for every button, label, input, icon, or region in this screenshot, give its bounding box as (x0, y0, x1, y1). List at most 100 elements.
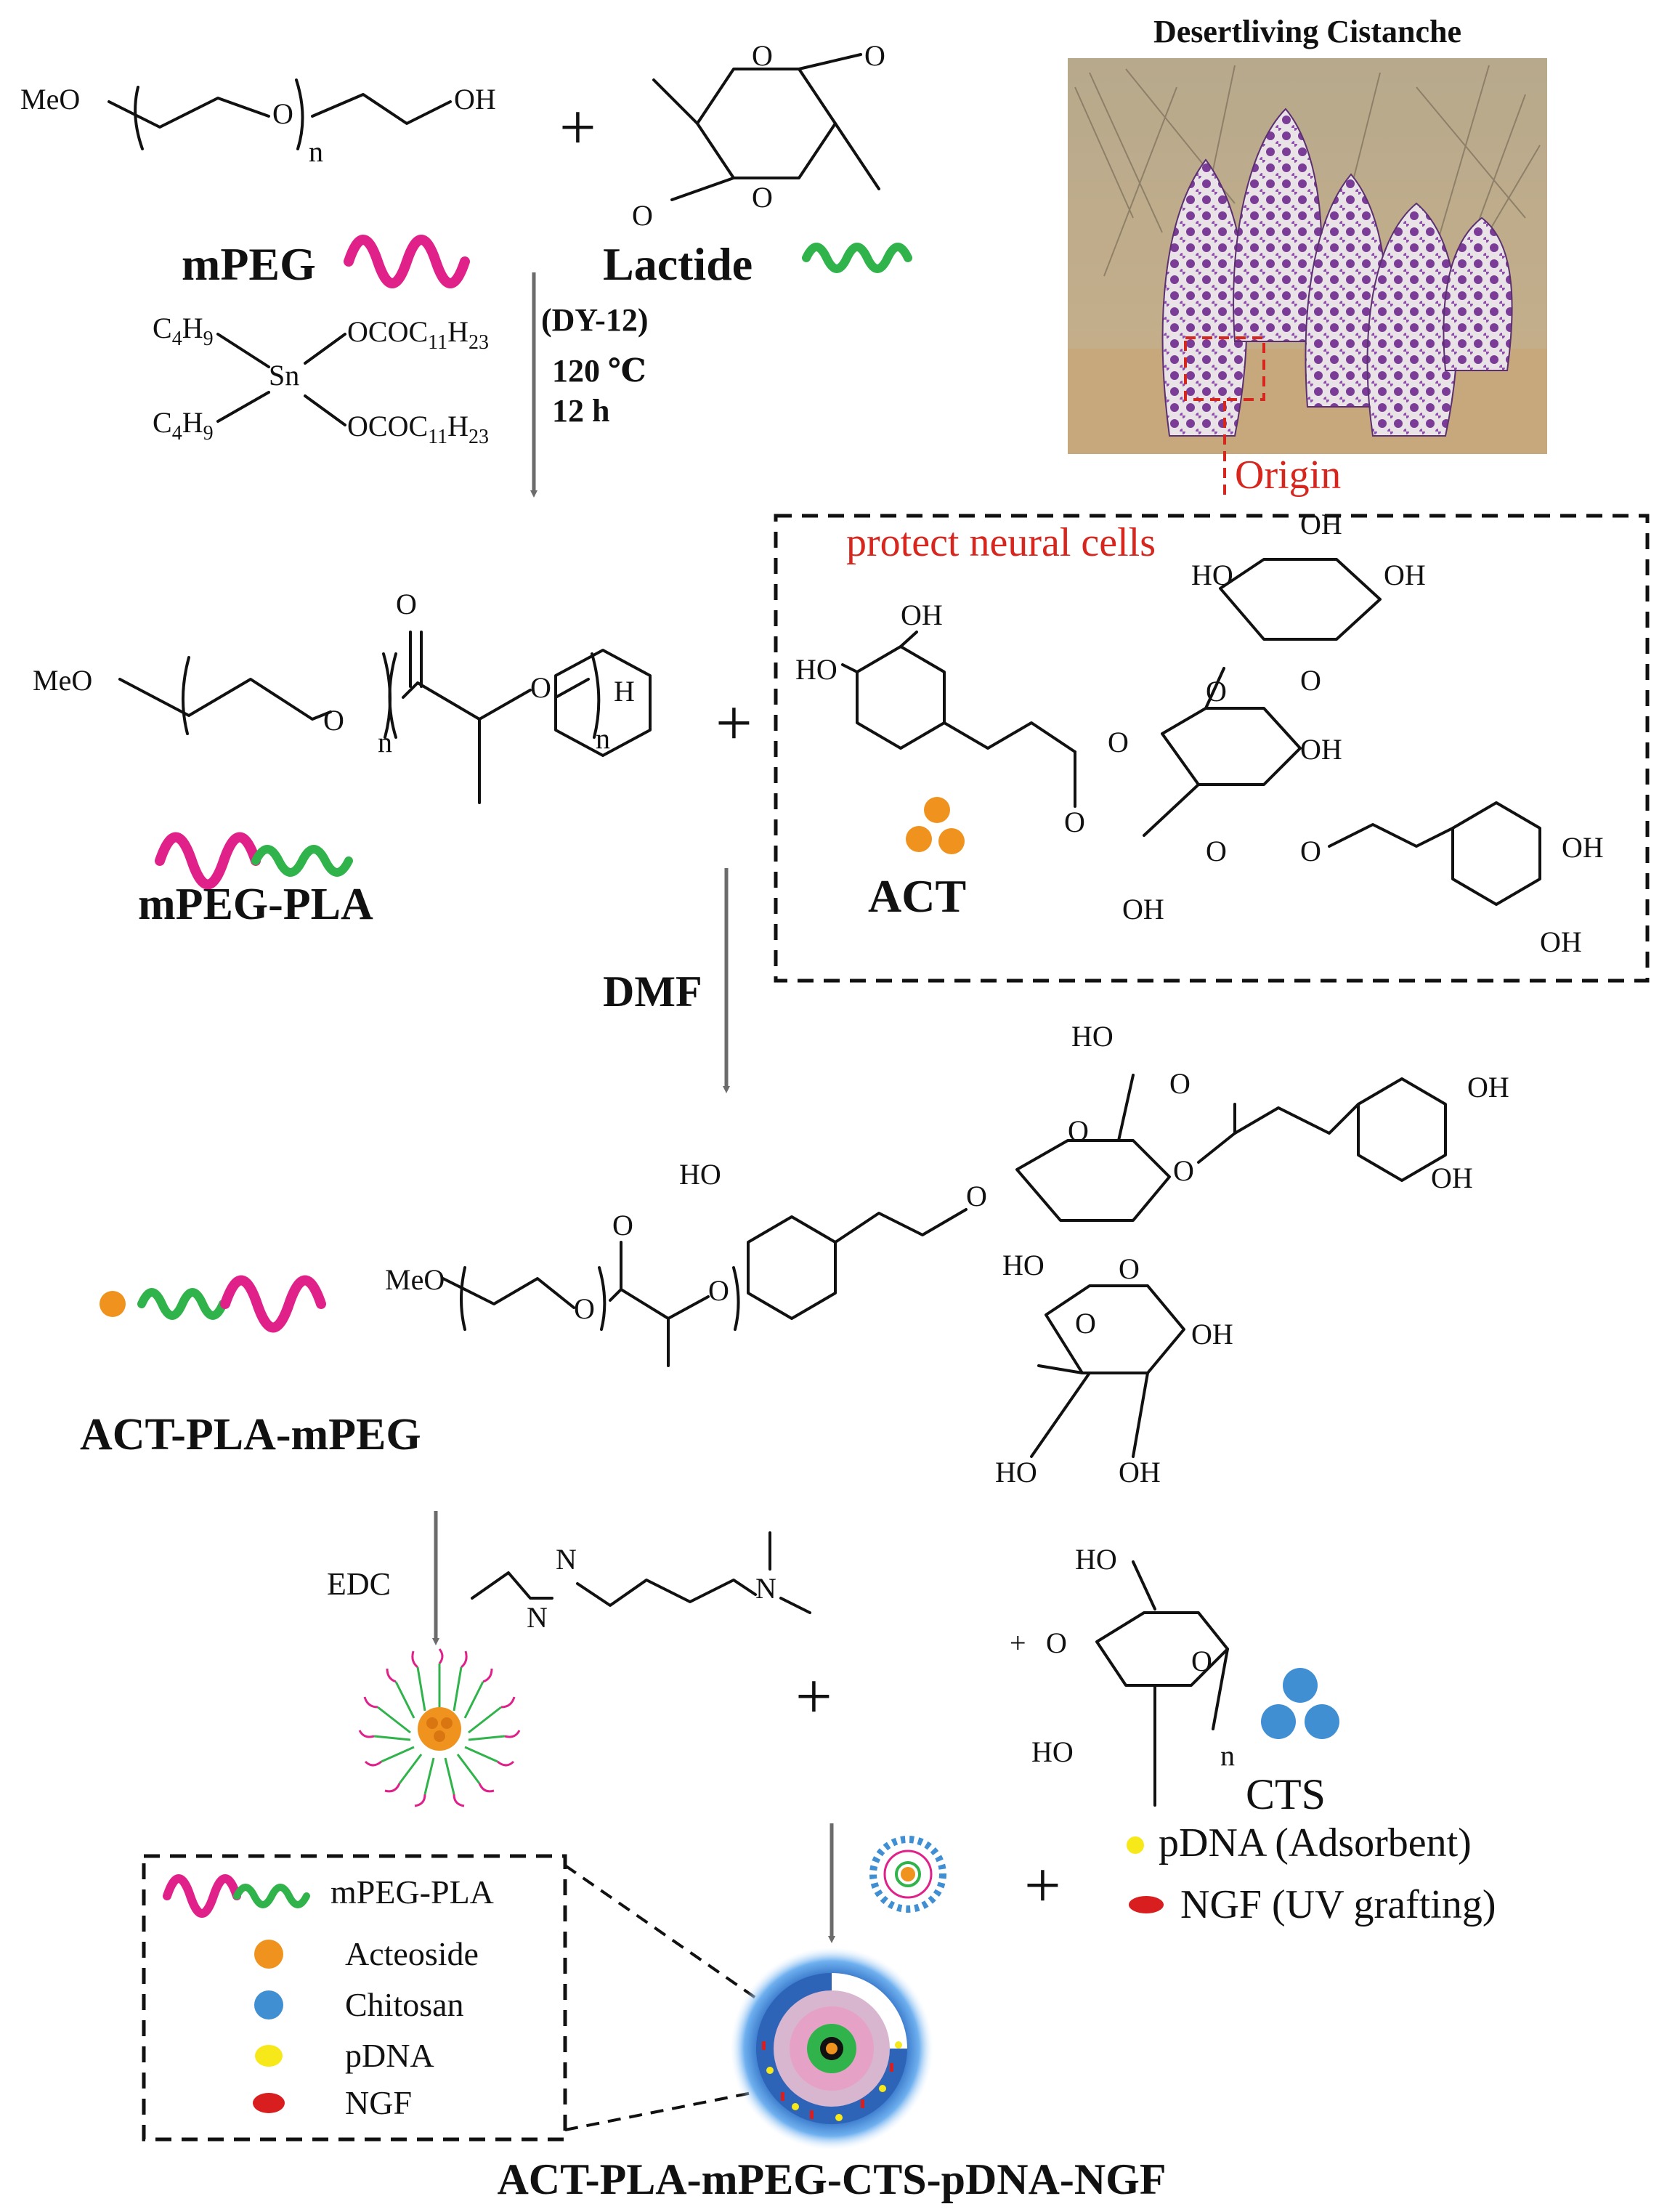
svg-text:O: O (1169, 1067, 1191, 1100)
svg-text:n: n (309, 135, 323, 168)
svg-text:O: O (1206, 835, 1227, 867)
nanoparticle-icon (730, 1947, 933, 2150)
svg-text:n: n (596, 722, 610, 755)
svg-text:C4H9: C4H9 (153, 312, 214, 350)
act-label: ACT (868, 870, 966, 922)
svg-text:+: + (1010, 1626, 1026, 1659)
plus-3: + (795, 1661, 832, 1733)
mpeg-pla-structure: MeO O n O O n H (33, 588, 635, 804)
legend-label-acteoside: Acteoside (345, 1935, 479, 1972)
svg-text:O: O (752, 39, 773, 72)
svg-text:HO: HO (995, 1456, 1037, 1488)
svg-text:OH: OH (1122, 893, 1164, 925)
svg-text:OH: OH (1191, 1318, 1233, 1350)
cts-label: CTS (1246, 1770, 1326, 1818)
acteoside-dot (100, 1291, 126, 1317)
svg-text:OH: OH (1300, 508, 1342, 540)
svg-text:O: O (1119, 1252, 1140, 1285)
svg-text:N: N (755, 1572, 776, 1605)
legend: mPEG-PLA Acteoside Chitosan pDNA NGF (163, 1873, 494, 2121)
act-pla-mpeg-label: ACT-PLA-mPEG (80, 1410, 421, 1459)
temperature-label: 120 ℃ (552, 353, 646, 389)
svg-text:O: O (1108, 726, 1129, 758)
svg-text:O: O (323, 704, 344, 737)
svg-text:HO: HO (1191, 559, 1233, 591)
svg-text:n: n (378, 726, 392, 758)
photo-title: Desertliving Cistanche (1153, 14, 1461, 49)
svg-text:O: O (1064, 806, 1085, 838)
svg-text:C4H9: C4H9 (153, 406, 214, 445)
catalyst-name: (DY-12) (541, 302, 648, 338)
mpeg-chain-icon (344, 235, 470, 288)
svg-text:HO: HO (1075, 1543, 1117, 1576)
svg-text:O: O (632, 199, 653, 232)
svg-text:O: O (1300, 664, 1321, 697)
red-oval-icon (253, 2093, 285, 2113)
mpeg-label: mPEG (182, 238, 316, 290)
svg-text:O: O (1300, 835, 1321, 867)
svg-text:O: O (752, 181, 773, 214)
svg-text:MeO: MeO (33, 664, 92, 697)
legend-box (142, 1854, 567, 2142)
polymer-chain-icon (163, 1874, 241, 1918)
blue-dot-icon (254, 1990, 283, 2019)
plus-4: + (1024, 1850, 1061, 1921)
legend-label-pdna: pDNA (345, 2037, 434, 2074)
svg-text:HO: HO (679, 1158, 721, 1191)
dmf-label: DMF (603, 968, 702, 1016)
svg-text:OH: OH (1467, 1071, 1509, 1103)
time-label: 12 h (552, 393, 609, 429)
svg-text:O: O (612, 1209, 633, 1241)
svg-text:HO: HO (795, 653, 837, 686)
coated-micelle-icon (869, 1836, 946, 1913)
pdna-label: pDNA (Adsorbent) (1159, 1820, 1472, 1865)
protect-neural-cells-text: protect neural cells (846, 520, 1156, 565)
svg-text:Sn: Sn (269, 359, 299, 392)
svg-text:O: O (396, 588, 417, 620)
oh-label: OH (454, 83, 496, 116)
svg-text:O: O (864, 39, 885, 72)
svg-text:HO: HO (1031, 1735, 1074, 1768)
edc-structure: N N N (471, 1531, 811, 1634)
svg-text:OCOC11H23: OCOC11H23 (347, 315, 489, 354)
ngf-oval (1129, 1896, 1164, 1913)
svg-text:O: O (966, 1180, 987, 1212)
svg-text:OH: OH (1300, 733, 1342, 766)
svg-text:H: H (614, 675, 635, 708)
act-dots-icon (906, 797, 965, 854)
svg-text:N: N (556, 1543, 577, 1576)
svg-text:O: O (1206, 675, 1227, 708)
svg-text:MeO: MeO (385, 1263, 445, 1296)
yellow-dot-icon (255, 2045, 283, 2067)
svg-text:HO: HO (1002, 1249, 1045, 1281)
orange-dot-icon (254, 1940, 283, 1969)
mpeg-pla-label: mPEG-PLA (138, 880, 373, 929)
svg-text:OH: OH (1540, 925, 1582, 958)
final-product-label: ACT-PLA-mPEG-CTS-pDNA-NGF (497, 2155, 1166, 2203)
mpeg-structure: MeO O n OH (20, 78, 496, 168)
svg-text:O: O (1191, 1645, 1212, 1677)
ngf-label: NGF (UV grafting) (1180, 1882, 1496, 1927)
edc-label: EDC (327, 1566, 391, 1602)
origin-label: Origin (1235, 453, 1341, 498)
lactide-structure: O O O O (632, 39, 885, 232)
origin-highlight-box (1184, 336, 1265, 401)
act-box (774, 514, 1650, 983)
act-pla-mpeg-structure: MeO O O O HO O O HO HO O O OH OH O O OH … (385, 1020, 1509, 1488)
svg-text:OH: OH (1431, 1162, 1473, 1194)
legend-label-ngf: NGF (345, 2084, 412, 2121)
svg-text:HO: HO (1071, 1020, 1114, 1053)
micelle-icon (358, 1648, 521, 1807)
sn-catalyst-structure: C4H9 C4H9 Sn OCOC11H23 OCOC11H23 (153, 312, 489, 448)
svg-text:O: O (1068, 1114, 1089, 1147)
svg-text:N: N (527, 1601, 548, 1634)
svg-text:O: O (1075, 1307, 1096, 1340)
cistanche-photo: Desertliving Cistanche Origin (1068, 14, 1547, 501)
lactide-chain-icon (802, 243, 912, 273)
svg-text:O: O (574, 1292, 595, 1325)
svg-text:O: O (1046, 1626, 1067, 1659)
acteoside-structure: OH HO O O O OH OH O O O HO OH OH OH OH (554, 508, 1604, 958)
svg-text:OH: OH (1384, 559, 1426, 591)
